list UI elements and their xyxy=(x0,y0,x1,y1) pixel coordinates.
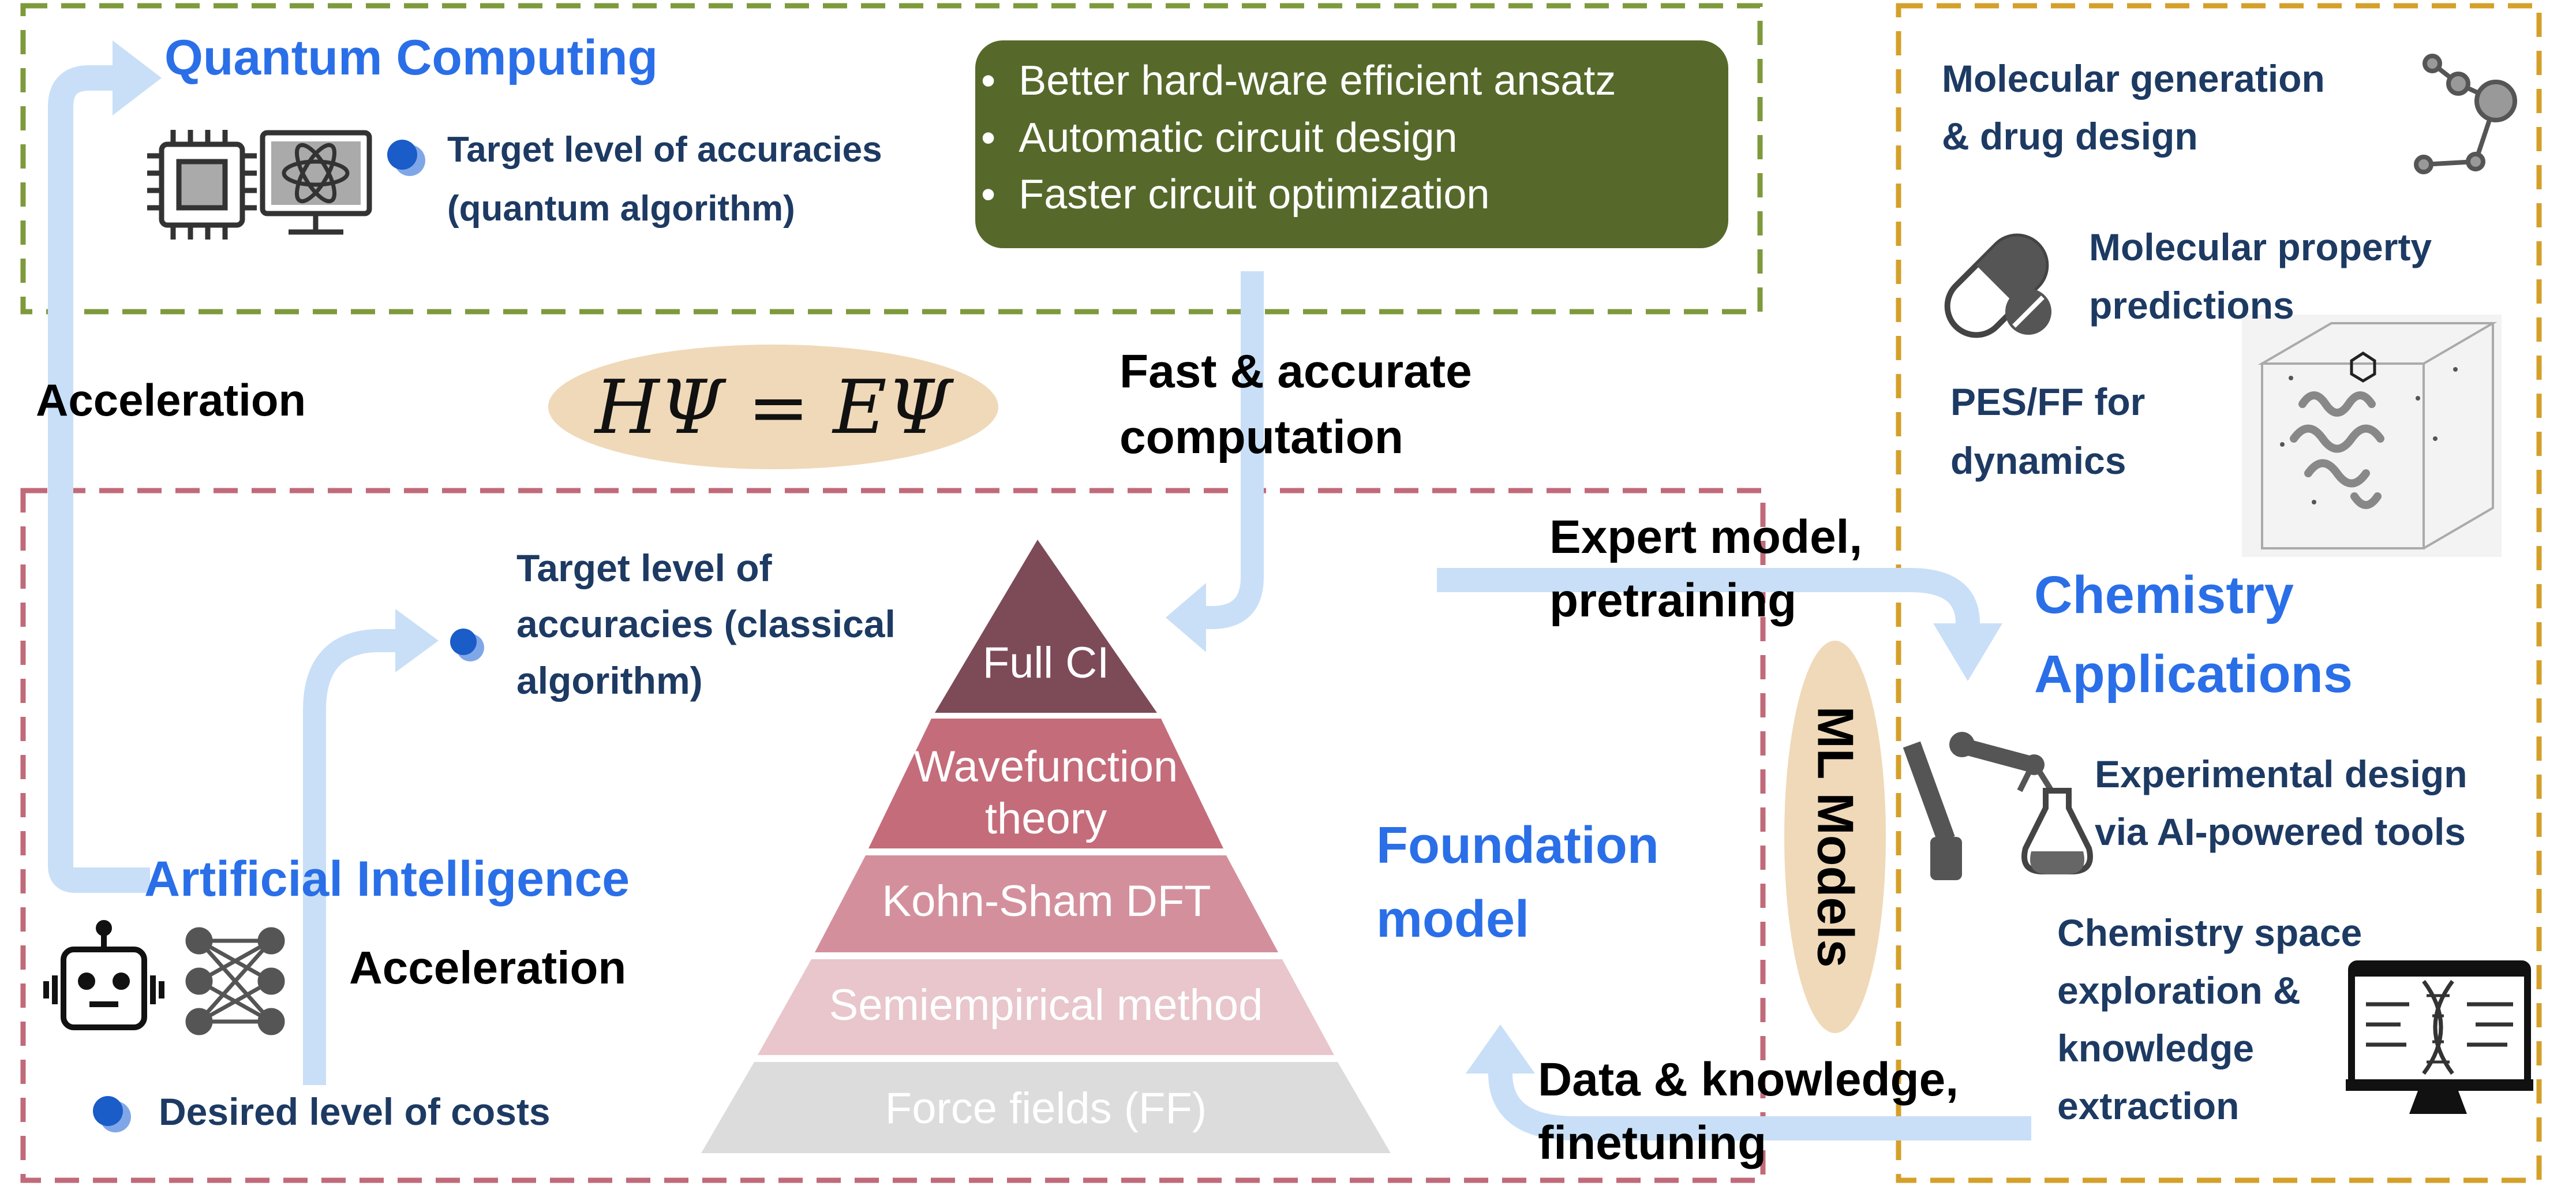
ml-models-ellipse xyxy=(1784,641,1886,1033)
ml-models-label: ML Models xyxy=(1807,706,1864,968)
quantum-target-label-line2: (quantum algorithm) xyxy=(447,189,795,229)
target-dot-classical xyxy=(450,629,484,661)
classical-target-line2: accuracies (classical xyxy=(516,603,896,645)
target-dot-quantum xyxy=(387,140,425,176)
pyramid-label-full-ci: Full CI xyxy=(982,638,1110,687)
pyramid-label-force-fields: Force fields (FF) xyxy=(885,1084,1207,1133)
expert-model-line1: Expert model, xyxy=(1549,511,1863,563)
bullet-item-text: Better hard-ware efficient ansatz xyxy=(1019,58,1616,104)
fast-accurate-line2: computation xyxy=(1119,411,1403,463)
robot-icon xyxy=(43,920,164,1030)
foundation-model-line2: model xyxy=(1376,891,1530,948)
schrodinger-equation: HΨ = EΨ xyxy=(594,365,952,451)
pyramid-level-dft xyxy=(815,855,1278,952)
quantum-monitor-icon xyxy=(260,130,372,235)
neural-network-icon xyxy=(185,927,285,1035)
pes-line1: PES/FF for xyxy=(1950,380,2146,423)
ai-acceleration-label: Acceleration xyxy=(349,942,627,993)
mol-prop-line1: Molecular property xyxy=(2089,226,2432,268)
pyramid-label-dft: Kohn-Sham DFT xyxy=(882,877,1211,926)
data-knowledge-line1: Data & knowledge, xyxy=(1538,1053,1959,1106)
pill-icon xyxy=(1944,233,2051,338)
chem-space-line2: exploration & xyxy=(2057,969,2301,1012)
bullet-box xyxy=(975,40,1728,248)
cost-dot xyxy=(93,1096,131,1132)
expert-model-arrow xyxy=(1437,568,2002,681)
foundation-model-line1: Foundation xyxy=(1376,817,1659,874)
desired-costs-label: Desired level of costs xyxy=(159,1090,551,1133)
pyramid-level-force-fields xyxy=(701,1062,1391,1153)
data-knowledge-line2: finetuning xyxy=(1538,1117,1767,1169)
dna-monitor-icon xyxy=(2346,960,2533,1114)
mol-gen-line2: & drug design xyxy=(1942,115,2198,158)
chem-space-line1: Chemistry space xyxy=(2057,911,2362,954)
classical-target-line1: Target level of xyxy=(516,547,772,589)
acceleration-left-label: Acceleration xyxy=(36,375,306,425)
bullet-item: • Better hard-ware efficient ansatz xyxy=(981,58,1616,104)
pyramid-label-semiempirical: Semiempirical method xyxy=(829,981,1263,1030)
acceleration-arrow-left xyxy=(48,40,162,893)
quantum-target-label-line1: Target level of accuracies xyxy=(447,130,882,170)
expert-model-line2: pretraining xyxy=(1549,574,1797,627)
data-knowledge-arrow xyxy=(1466,1024,2031,1140)
chem-space-line4: extraction xyxy=(2057,1084,2240,1127)
quantum-box xyxy=(20,3,1763,315)
robot-arm-icon xyxy=(1903,732,2093,880)
chem-apps-line1: Chemistry xyxy=(2034,566,2294,624)
chem-apps-line2: Applications xyxy=(2034,645,2353,704)
bullet-item-text: Automatic circuit design xyxy=(1019,114,1458,161)
bullet-list: • Better hard-ware efficient ansatz • Au… xyxy=(981,58,1616,218)
mol-prop-line2: predictions xyxy=(2089,284,2294,327)
ai-box xyxy=(20,488,1766,1183)
cpu-icon xyxy=(147,130,257,240)
quantum-title: Quantum Computing xyxy=(164,30,658,85)
acceleration-arrow-ai xyxy=(303,609,439,1085)
pyramid-level-wavefunction xyxy=(868,719,1223,848)
protein-box-icon xyxy=(2242,315,2502,557)
pyramid-level-semiempirical xyxy=(758,959,1334,1055)
pes-line2: dynamics xyxy=(1950,439,2126,482)
fast-accurate-line1: Fast & accurate xyxy=(1119,345,1472,398)
pyramid-level-full-ci xyxy=(935,540,1157,713)
classical-target-line3: algorithm) xyxy=(516,659,703,702)
exp-design-line2: via AI-powered tools xyxy=(2095,810,2466,853)
ai-title: Artificial Intelligence xyxy=(144,851,630,907)
molecule-icon xyxy=(2414,54,2517,174)
pyramid-label-wavefunction-line2: theory xyxy=(984,794,1107,843)
bullet-item: • Faster circuit optimization xyxy=(981,171,1490,218)
bullet-item: • Automatic circuit design xyxy=(981,114,1458,161)
chem-space-line3: knowledge xyxy=(2057,1027,2255,1069)
exp-design-line1: Experimental design xyxy=(2095,753,2468,795)
bullet-item-text: Faster circuit optimization xyxy=(1019,171,1490,218)
quantum-to-pyramid-arrow xyxy=(1166,271,1264,652)
pyramid-label-wavefunction-line1: Wavefunction xyxy=(913,742,1178,791)
equation-ellipse xyxy=(548,345,998,469)
apps-box xyxy=(1896,3,2542,1183)
mol-gen-line1: Molecular generation xyxy=(1942,57,2325,100)
